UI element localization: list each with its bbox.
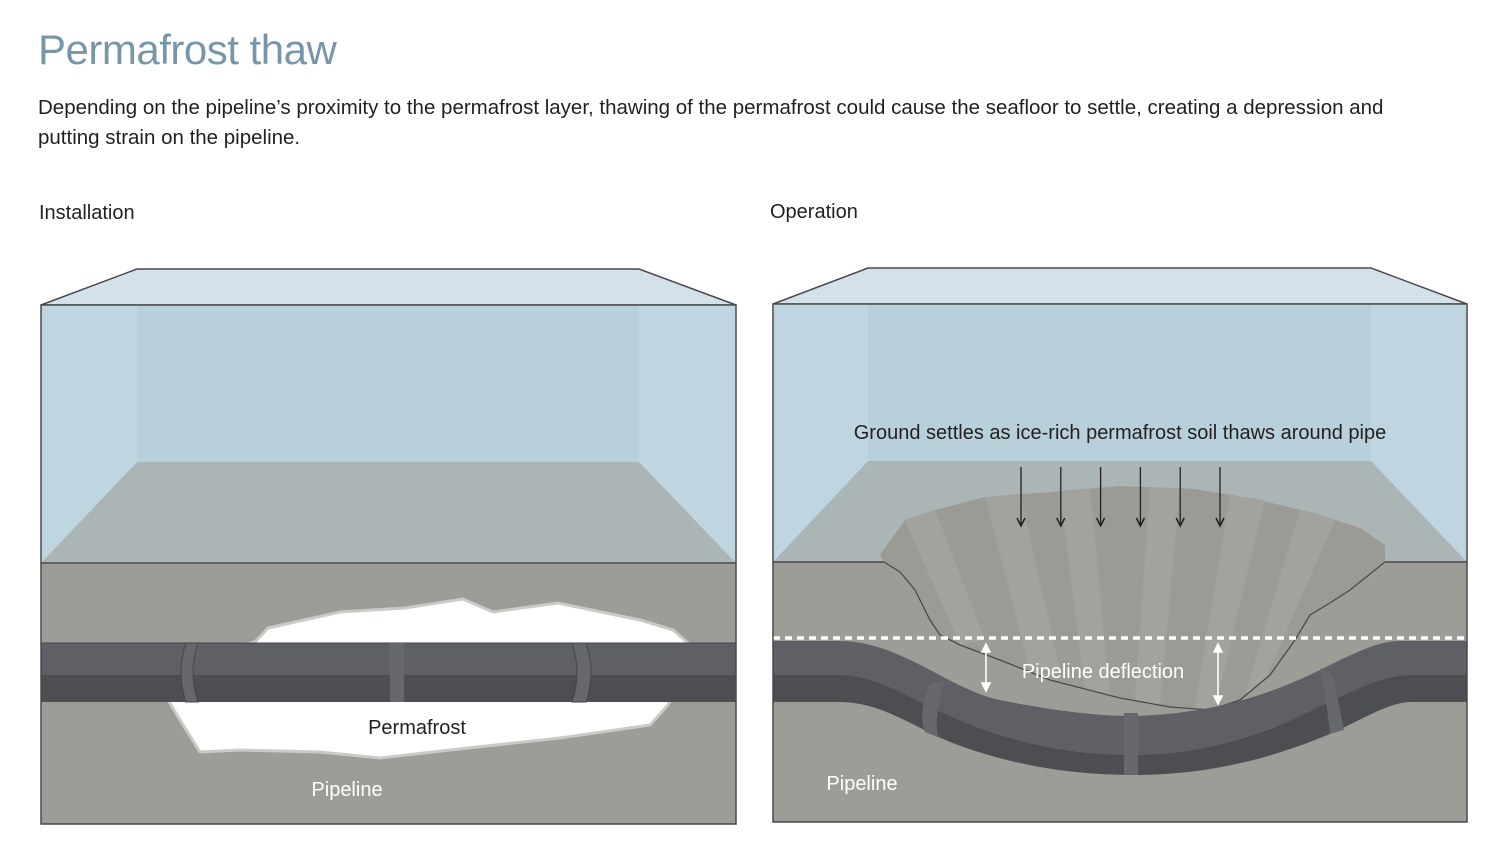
settle-arrows (1016, 467, 1225, 528)
depression-outline (883, 561, 1386, 711)
deflection-arrows (980, 642, 1224, 706)
water-back-wall (868, 304, 1371, 461)
down-arrow-head-icon (1175, 517, 1185, 528)
water-top-face (40, 268, 737, 306)
down-arrow-head-icon (1016, 517, 1026, 528)
down-arrow-head-icon (1215, 517, 1225, 528)
seafloor-surface (41, 462, 736, 563)
water-top-face (772, 267, 1468, 305)
operation-pipeline-label: Pipeline (826, 773, 897, 795)
pipeline-straight (41, 642, 736, 703)
settle-annotation: Ground settles as ice-rich permafrost so… (854, 422, 1386, 444)
operation-panel-label: Operation (770, 201, 858, 223)
down-arrow-head-icon (1056, 517, 1066, 528)
operation-diagram: Ground settles as ice-rich permafrost so… (772, 267, 1468, 823)
installation-pipeline-label: Pipeline (311, 779, 382, 801)
sediment-layer (773, 562, 1467, 822)
pipeline-deflected (773, 641, 1467, 775)
thaw-streaks (905, 487, 1335, 708)
down-arrow-head-icon (1135, 517, 1146, 528)
page-description: Depending on the pipeline’s proximity to… (38, 96, 1384, 149)
water-back-wall (137, 305, 639, 462)
installation-diagram: Permafrost Pipeline (40, 268, 737, 825)
permafrost-label: Permafrost (368, 717, 466, 739)
page-title: Permafrost thaw (38, 26, 337, 73)
installation-panel-label: Installation (39, 202, 135, 224)
deflection-label: Pipeline deflection (1022, 661, 1184, 683)
down-arrow-head-icon (1095, 517, 1106, 528)
